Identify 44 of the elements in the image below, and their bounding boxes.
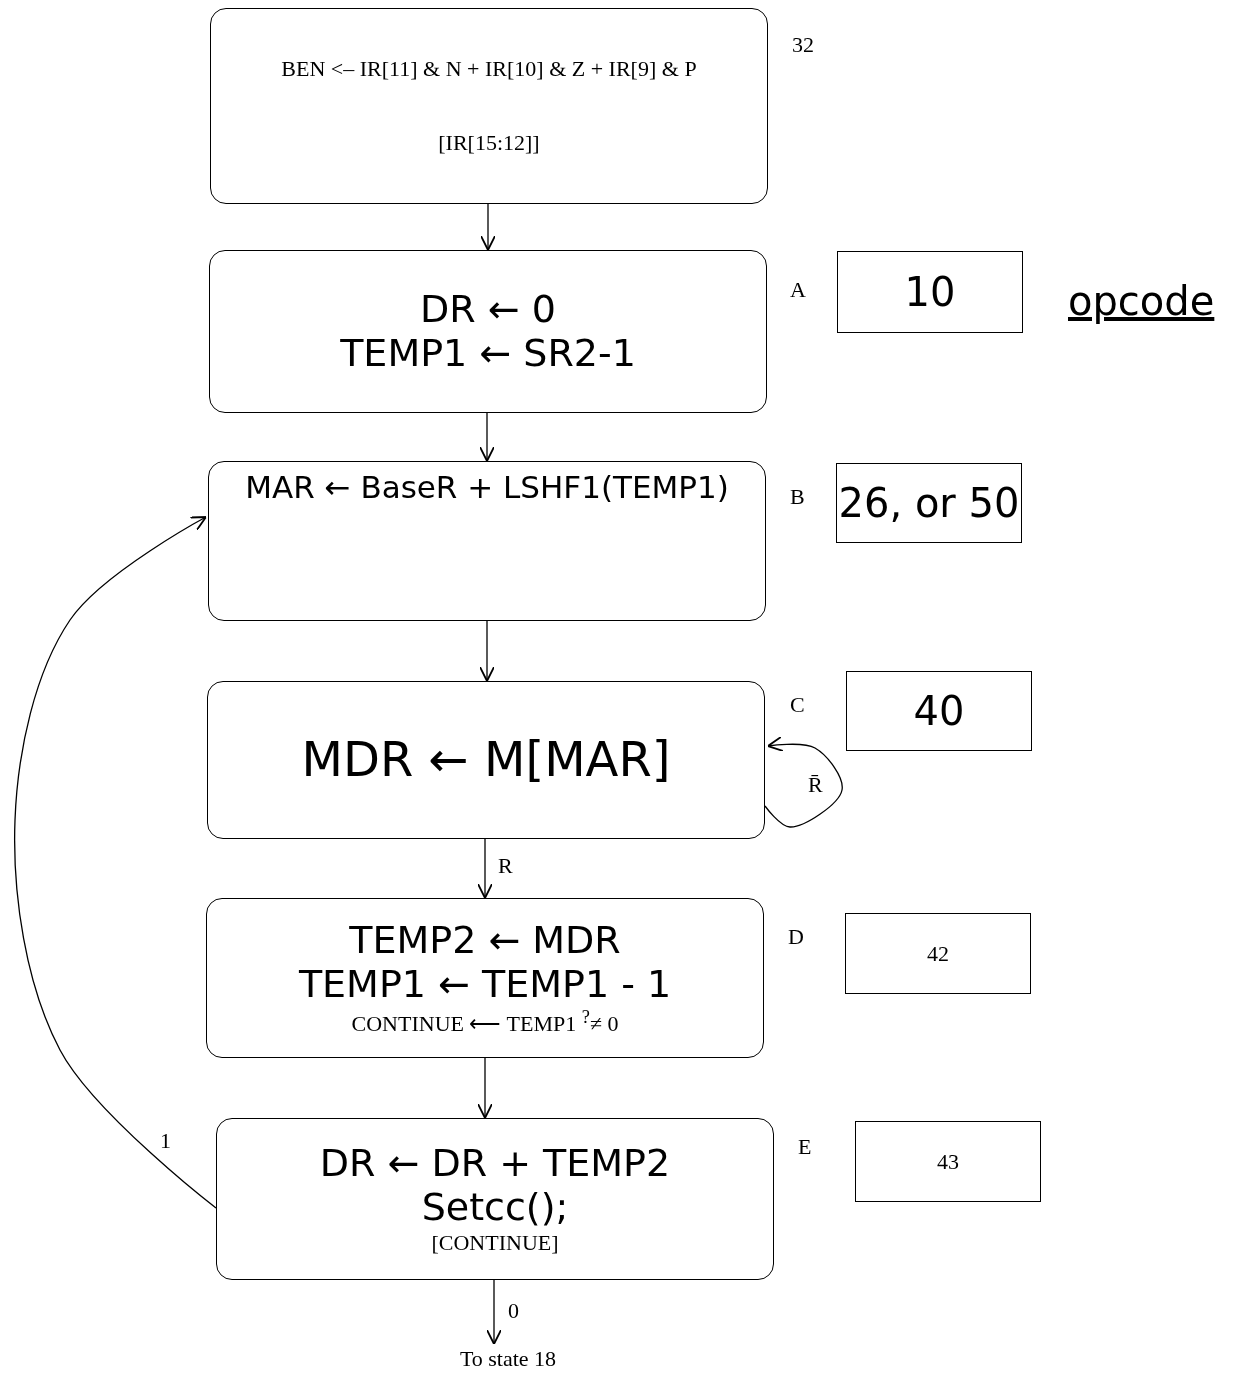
node-text: DR ← DR + TEMP2 xyxy=(319,1142,671,1186)
node-text: Setcc(); xyxy=(421,1186,569,1230)
state-number: 40 xyxy=(913,688,965,734)
state-box xyxy=(206,898,764,1058)
state-number-box xyxy=(837,251,1023,333)
state-label: D xyxy=(788,924,804,950)
state-label: B xyxy=(790,484,805,510)
node-text: MDR ← M[MAR] xyxy=(301,732,671,788)
node-text: [IR[15:12]] xyxy=(438,129,540,156)
node-text: TEMP2 ← MDR xyxy=(349,919,621,963)
state-label: 32 xyxy=(792,32,814,58)
state-number: 42 xyxy=(927,940,949,967)
state-box xyxy=(210,8,768,204)
state-number-box xyxy=(855,1121,1041,1202)
state-number-box xyxy=(845,913,1031,994)
state-number: 26, or 50 xyxy=(838,480,1020,526)
node-text: TEMP1 ← TEMP1 - 1 xyxy=(298,962,672,1007)
state-number: 43 xyxy=(937,1148,959,1175)
node-text: To state 18 xyxy=(459,1346,557,1372)
arrow xyxy=(479,412,495,462)
state-box xyxy=(209,250,767,413)
arrow xyxy=(486,1279,502,1345)
state-box xyxy=(208,461,766,621)
node-text: [CONTINUE] xyxy=(431,1229,559,1256)
state-label: C xyxy=(790,692,805,718)
node-text: MAR ← BaseR + LSHF1(TEMP1) xyxy=(245,470,729,506)
state-number-box xyxy=(846,671,1032,751)
arrow xyxy=(477,1057,493,1119)
arrow xyxy=(479,620,495,682)
node-text: DR ← 0 xyxy=(420,287,556,332)
node-text: TEMP1 ← SR2-1 xyxy=(340,331,636,376)
arrow xyxy=(480,203,496,251)
state-number: 10 xyxy=(904,269,956,315)
node-text: CONTINUE ⟵ TEMP1 $^{?}$≠ 0 xyxy=(351,1006,619,1037)
state-label: A xyxy=(790,277,806,303)
arrow xyxy=(477,838,493,899)
state-label: E xyxy=(798,1134,812,1160)
arrow xyxy=(764,736,843,828)
state-box xyxy=(207,681,765,839)
state-number-box xyxy=(836,463,1022,543)
note-text: opcode xyxy=(1068,278,1215,324)
state-box xyxy=(216,1118,774,1280)
arrow xyxy=(14,516,217,1209)
node-text: BEN <– IR[11] & N + IR[10] & Z + IR[9] & P xyxy=(281,56,697,83)
